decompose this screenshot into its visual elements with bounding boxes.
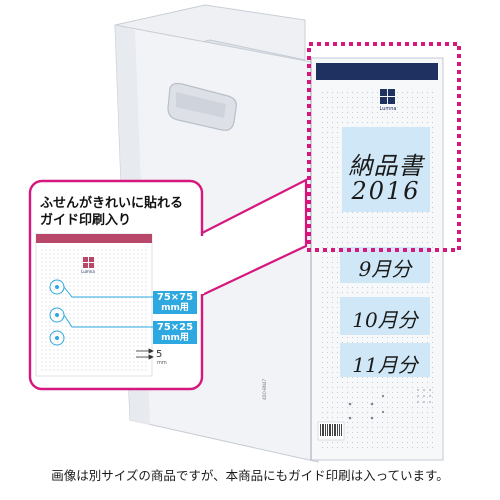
spine-navy-band <box>316 63 438 80</box>
spine-bottom-marks <box>348 394 385 420</box>
size-label-75x25-main: 75×25 <box>156 322 194 333</box>
size-label-75x25-sub: mm用 <box>161 333 189 343</box>
four-square-logo-icon <box>380 89 395 104</box>
sticky-note-month-3 <box>340 343 430 377</box>
spine-product-code: 4DO-BN47 <box>262 378 267 400</box>
spine-dot-grid <box>417 389 431 403</box>
gap-value: 5 <box>156 349 163 360</box>
gap-bracket <box>136 348 154 360</box>
gap-unit: mm <box>157 360 167 366</box>
size-label-75x75: 75×75 mm用 <box>153 291 197 314</box>
mini-brand-text: Lumna <box>81 269 95 274</box>
sticky-note-month-2 <box>340 297 430 335</box>
box-handle <box>167 82 237 131</box>
sticky-note-month-1-text: 9月分 <box>358 257 412 281</box>
size-label-75x75-main: 75×75 <box>156 292 194 303</box>
sticky-note-month-2-text: 10月分 <box>352 308 418 332</box>
callout-title-line2: ガイド印刷入り <box>40 213 132 228</box>
mini-four-square-logo-icon <box>83 257 94 268</box>
guide-target-1 <box>49 279 153 298</box>
sticky-note-month-1 <box>340 247 430 283</box>
footer-caption: 画像は別サイズの商品ですが、本商品にもガイド印刷は入っています。 <box>51 468 449 483</box>
size-label-75x25: 75×25 mm用 <box>153 321 197 344</box>
callout-title-line1: ふせんがきれいに貼れる <box>40 196 184 211</box>
sticky-note-main-line2: 2016 <box>351 177 421 205</box>
sticky-note-main-line1: 納品書 <box>348 152 424 180</box>
guide-target-3 <box>49 330 65 346</box>
mini-label-band <box>36 234 152 243</box>
sticky-note-main <box>342 127 430 212</box>
spine-brand-text: Lumna <box>379 106 397 112</box>
sticky-note-month-3-text: 11月分 <box>352 353 418 377</box>
guide-target-2 <box>49 307 153 328</box>
size-label-75x75-sub: mm用 <box>161 303 189 313</box>
barcode-sticker <box>317 421 345 441</box>
highlight-frame <box>307 42 461 252</box>
